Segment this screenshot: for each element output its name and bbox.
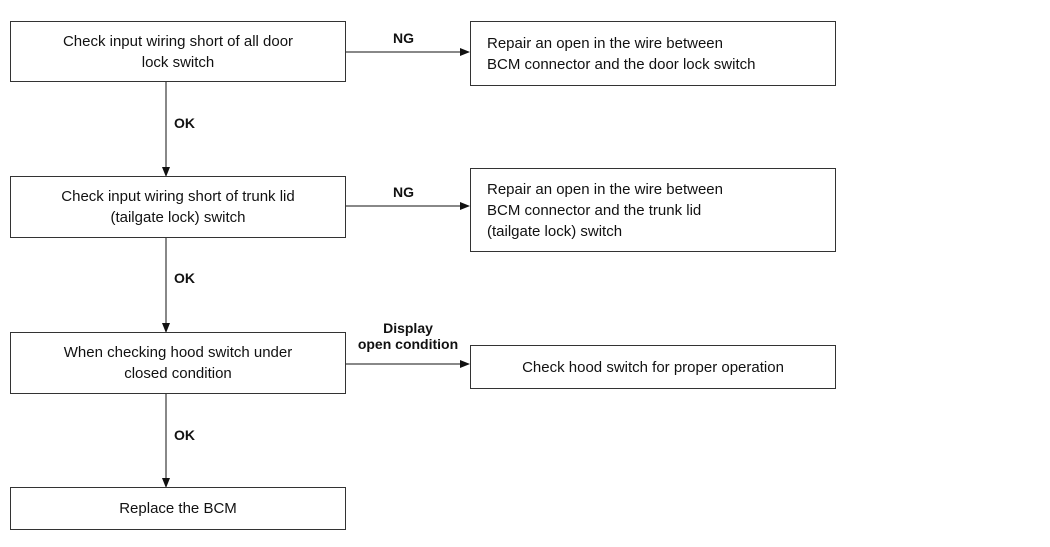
action-box-hood-check: Check hood switch for proper operation bbox=[470, 345, 836, 389]
ok-label: OK bbox=[174, 270, 195, 286]
ok-label: OK bbox=[174, 427, 195, 443]
side-label-line: open condition bbox=[357, 336, 459, 352]
step-box-trunk-lid: Check input wiring short of trunk lid (t… bbox=[10, 176, 346, 238]
action-text-line: BCM connector and the trunk lid bbox=[487, 201, 702, 219]
side-label-line: Display bbox=[383, 320, 433, 336]
step-box-replace-bcm: Replace the BCM bbox=[10, 487, 346, 530]
action-box-door-lock-repair: Repair an open in the wire between BCM c… bbox=[470, 21, 836, 86]
action-text-line: (tailgate lock) switch bbox=[487, 222, 623, 240]
step-text-line: lock switch bbox=[141, 53, 215, 71]
step-box-door-lock: Check input wiring short of all door loc… bbox=[10, 21, 346, 82]
step-text-line: When checking hood switch under bbox=[63, 344, 293, 361]
action-text-line: Repair an open in the wire between bbox=[487, 180, 723, 198]
display-open-condition-label: Display open condition bbox=[346, 320, 470, 352]
step-text-line: closed condition bbox=[124, 365, 232, 382]
step-text-line: Replace the BCM bbox=[119, 500, 237, 517]
step-text-line: (tailgate lock) switch bbox=[110, 209, 246, 226]
action-text-line: Repair an open in the wire between bbox=[487, 34, 723, 52]
ng-label: NG bbox=[393, 30, 414, 46]
ok-label: OK bbox=[174, 115, 195, 131]
action-text-line: Check hood switch for proper operation bbox=[522, 358, 784, 376]
step-text-line: Check input wiring short of all door bbox=[62, 32, 294, 50]
action-box-trunk-lid-repair: Repair an open in the wire between BCM c… bbox=[470, 168, 836, 252]
step-box-hood-switch: When checking hood switch under closed c… bbox=[10, 332, 346, 394]
ng-label: NG bbox=[393, 184, 414, 200]
step-text-line: Check input wiring short of trunk lid bbox=[61, 188, 295, 205]
action-text-line: BCM connector and the door lock switch bbox=[487, 55, 756, 73]
